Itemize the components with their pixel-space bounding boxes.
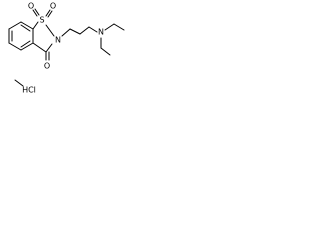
sulfonyl-oxygen-left: O	[28, 2, 34, 11]
carbonyl-bond	[45, 51, 50, 61]
benzene-ring	[8, 21, 34, 51]
sulfonyl-oxygen-right: O	[50, 2, 56, 11]
carbonyl-oxygen: O	[44, 62, 50, 71]
sulfur-atom: S	[39, 16, 44, 25]
chemical-structure: S O O N O N HCl	[8, 2, 125, 95]
sulfonyl-bonds	[32, 8, 53, 18]
ring-nitrogen-atom: N	[55, 36, 61, 45]
amine-nitrogen-atom: N	[98, 28, 104, 37]
isothiazolone-ring	[32, 21, 55, 53]
hcl-bond	[14, 79, 24, 87]
structure-canvas: S O O N O N HCl	[0, 0, 148, 105]
ethyl-groups	[100, 23, 125, 56]
hydrochloride-label: HCl	[22, 86, 36, 95]
propyl-chain	[61, 26, 98, 37]
